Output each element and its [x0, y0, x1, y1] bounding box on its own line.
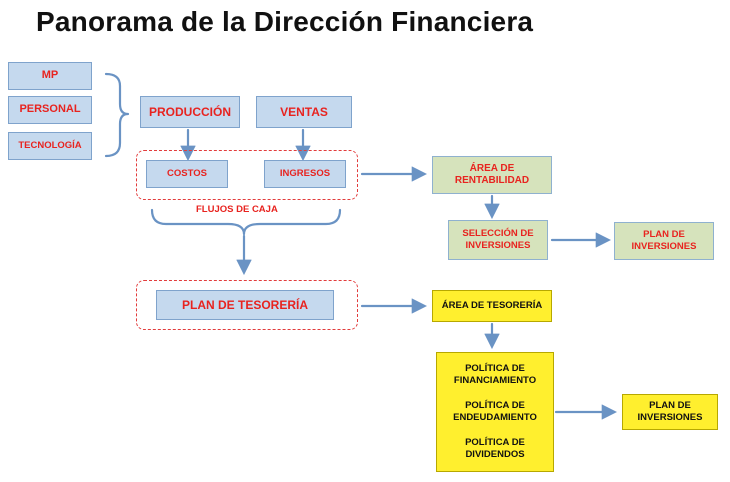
- ingresos-box: INGRESOS: [264, 160, 346, 188]
- resources-brace: [104, 72, 130, 158]
- plan-tesoreria-group: [136, 280, 358, 330]
- politica-financiamiento: POLÍTICA DE FINANCIAMIENTO: [453, 363, 537, 387]
- flujos-brace: [150, 208, 342, 236]
- resource-mp: MP: [8, 62, 92, 90]
- politica-dividendos: POLÍTICA DE DIVIDENDOS: [465, 436, 525, 460]
- costos-box: COSTOS: [146, 160, 228, 188]
- plan-tesoreria-box: PLAN DE TESORERÍA: [156, 290, 334, 320]
- area-tesoreria-box: ÁREA DE TESORERÍA: [432, 290, 552, 322]
- costos-ingresos-group: [136, 150, 358, 200]
- politicas-box: POLÍTICA DE FINANCIAMIENTO POLÍTICA DE E…: [436, 352, 554, 472]
- seleccion-inversiones-box: SELECCIÓN DE INVERSIONES: [448, 220, 548, 260]
- plan-inversiones-yellow-box: PLAN DE INVERSIONES: [622, 394, 718, 430]
- flujos-de-caja-label: FLUJOS DE CAJA: [196, 204, 278, 215]
- produccion-box: PRODUCCIÓN: [140, 96, 240, 128]
- area-rentabilidad-box: ÁREA DE RENTABILIDAD: [432, 156, 552, 194]
- plan-inversiones-green-box: PLAN DE INVERSIONES: [614, 222, 714, 260]
- resource-personal: PERSONAL: [8, 96, 92, 124]
- resource-tecnologia: TECNOLOGÍA: [8, 132, 92, 160]
- politica-endeudamiento: POLÍTICA DE ENDEUDAMIENTO: [453, 400, 537, 423]
- ventas-box: VENTAS: [256, 96, 352, 128]
- page-title: Panorama de la Dirección Financiera: [36, 6, 534, 37]
